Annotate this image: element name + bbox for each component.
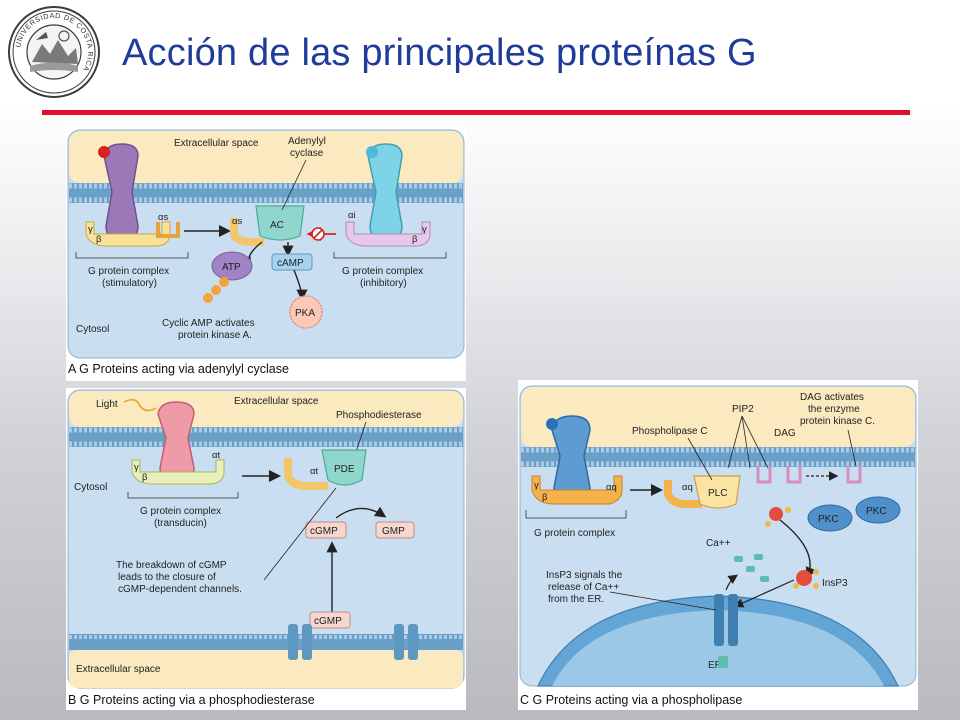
extracellular-top-label: Extracellular space [234, 396, 319, 407]
gamma-label: γ [534, 480, 539, 491]
dag-note-line-3: protein kinase C. [800, 416, 875, 427]
beta-label-2: β [412, 234, 418, 245]
camp-label: cAMP [277, 258, 304, 269]
panel-b-caption: B G Proteins acting via a phosphodiester… [68, 693, 315, 707]
camp-note-line-1: Cyclic AMP activates [162, 318, 255, 329]
er-label: ER [708, 660, 722, 671]
cgmp-label-1: cGMP [310, 526, 338, 537]
gamma-label: γ [134, 462, 139, 473]
plc-label: PLC [708, 488, 727, 499]
alpha-s-label-2: αs [232, 216, 242, 227]
beta-label: β [542, 492, 548, 503]
phospholipase-c-label: Phospholipase C [632, 426, 708, 437]
alpha-q-label-2: αq [682, 482, 693, 493]
pkc-label-1: PKC [818, 514, 839, 525]
alpha-t-label-1: αt [212, 450, 220, 461]
pde-shape [321, 449, 367, 486]
pkc-label-2: PKC [866, 506, 887, 517]
title-underline [42, 110, 910, 115]
insp3-note-line-3: from the ER. [548, 594, 604, 605]
stim-complex-label-1: G protein complex [88, 266, 169, 277]
cytosol-label: Cytosol [74, 482, 107, 493]
dag-note-line-1: DAG activates [800, 392, 864, 403]
ca-label: Ca++ [706, 538, 731, 549]
plc-shape [693, 475, 741, 509]
camp-note-line-2: protein kinase A. [178, 330, 252, 341]
cytosol-label: Cytosol [76, 324, 109, 335]
transducin-complex-label-1: G protein complex [140, 506, 221, 517]
dag-note-line-2: the enzyme [808, 404, 860, 415]
cgmp-note-line-3: cGMP-dependent channels. [118, 584, 242, 595]
adenylyl-cyclase-shape [255, 205, 305, 241]
phosphodiesterase-label: Phosphodiesterase [336, 410, 422, 421]
pip2-label: PIP2 [732, 404, 754, 415]
gmp-label: GMP [382, 526, 405, 537]
slide-title: Acción de las principales proteínas G [122, 32, 757, 74]
gq-complex-label: G protein complex [534, 528, 615, 539]
inhib-complex-label-1: G protein complex [342, 266, 423, 277]
ac-label: AC [270, 220, 284, 231]
gq-ligand [546, 418, 558, 430]
panel-c-caption: C G Proteins acting via a phospholipase [520, 693, 742, 707]
insp3-note-line-1: InsP3 signals the [546, 570, 623, 581]
panel-a-caption: A G Proteins acting via adenylyl cyclase [68, 362, 289, 376]
light-label: Light [96, 399, 118, 410]
cgmp-label-2: cGMP [314, 616, 342, 627]
dag-label: DAG [774, 428, 796, 439]
insp3-label: InsP3 [822, 578, 848, 589]
cgmp-note-line-1: The breakdown of cGMP [116, 560, 227, 571]
university-seal-logo: UNIVERSIDAD DE COSTA RICA [8, 6, 100, 98]
alpha-t-label-2: αt [310, 466, 318, 477]
panel-b-phosphodiesterase: Light Extracellular space Phosphodiester… [66, 388, 466, 710]
insp3-note-line-2: release of Ca++ [548, 582, 619, 593]
inhibitory-ligand [366, 146, 378, 158]
panel-a-adenylyl-cyclase: Extracellular space γ β αs αs AC Adenyly… [66, 126, 466, 381]
extracellular-bottom-label: Extracellular space [76, 664, 161, 675]
transducin-complex-label-2: (transducin) [154, 518, 207, 529]
gamma-label-1: γ [88, 224, 93, 235]
extracellular-label: Extracellular space [174, 138, 259, 149]
stim-complex-label-2: (stimulatory) [102, 278, 157, 289]
gamma-label-2: γ [422, 224, 427, 235]
alpha-s-label-1: αs [158, 212, 168, 223]
alpha-q-label-1: αq [606, 482, 617, 493]
pka-label: PKA [295, 308, 315, 319]
adenylyl-cyclase-label-2: cyclase [290, 148, 324, 159]
inhib-complex-label-2: (inhibitory) [360, 278, 407, 289]
adenylyl-cyclase-label-1: Adenylyl [288, 136, 326, 147]
stimulatory-ligand [98, 146, 110, 158]
cgmp-note-line-2: leads to the closure of [118, 572, 216, 583]
pde-label: PDE [334, 464, 355, 475]
beta-label: β [142, 472, 148, 483]
beta-label-1: β [96, 234, 102, 245]
alpha-i-label: αi [348, 210, 356, 221]
panel-c-phospholipase: ER γ β αq αq PLC Phospholipase C PIP2 DA… [518, 380, 918, 710]
atp-label: ATP [222, 262, 241, 273]
